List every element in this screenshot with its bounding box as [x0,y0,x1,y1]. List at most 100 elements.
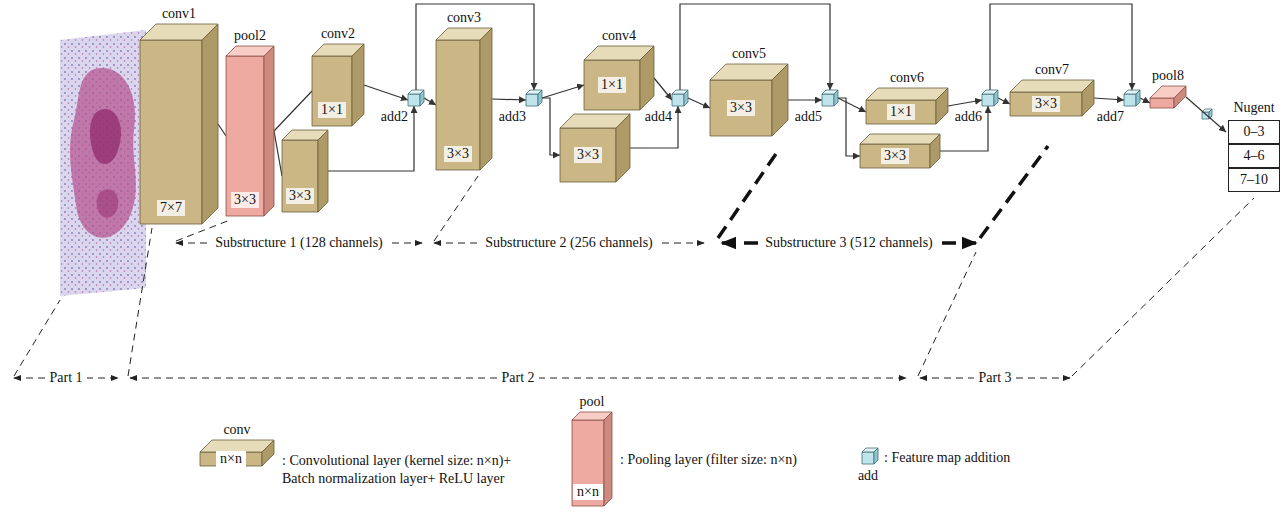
part-label: Part 2 [497,370,538,386]
box-face [352,44,364,126]
connector [542,85,584,98]
layer-name: conv3 [447,10,481,26]
micrograph-stain [97,189,119,217]
connector [630,106,678,148]
addition-node: add4 [672,90,688,106]
legend-sample-label: add [854,468,882,484]
box-shape [140,24,218,224]
kernel-size: 3×3 [1032,96,1060,112]
legend-sample-label: n×n [216,451,246,467]
box-shape [822,90,838,106]
bracket-line [128,228,152,376]
pool-sample [604,412,612,506]
layer-name: conv5 [732,46,766,62]
box-face [860,134,940,144]
box-face [1136,90,1140,106]
connector [1094,98,1124,100]
kernel-size: 7×7 [157,200,185,216]
layer-name: pool8 [1152,68,1184,84]
connector [788,99,822,100]
connector [492,99,526,100]
add-label: add5 [795,109,822,125]
layer-name: conv2 [321,26,355,42]
connector [424,98,436,105]
part-label: Part 1 [45,370,86,386]
substructure-label: Substructure 2 (256 channels) [481,235,657,251]
conv-layer: 3×3 [860,134,940,168]
box-face [312,56,352,126]
box-face [264,46,274,216]
box-face [526,94,538,106]
pooling-layer: pool8 [1150,86,1186,108]
box-shape [672,90,688,106]
box-face [710,80,772,136]
bracket-line [14,300,60,376]
box-face [282,140,318,212]
connector [1140,98,1150,103]
conv-layer: conv33×3 [436,28,492,170]
box-face [866,88,948,100]
box-face [1174,86,1186,108]
addition-node: add7 [1124,90,1140,106]
layer-name: conv1 [162,6,196,22]
add-label: add7 [1097,109,1124,125]
addition-node: add5 [822,90,838,106]
skip-connection [990,4,1132,90]
box-face [1010,80,1094,92]
connector [364,85,408,100]
box-face [930,134,940,168]
connector [218,124,226,136]
connector [1186,97,1226,132]
part-label: Part 3 [974,370,1015,386]
legend-text: : Pooling layer (filter size: n×n) [620,452,797,468]
output-class: 7–10 [1228,168,1280,192]
connector [688,98,710,108]
legend-text: : Convolutional layer (kernel size: n×n)… [282,452,527,488]
box-face [640,46,654,110]
box-face [860,144,930,168]
kernel-size: 1×1 [887,104,915,120]
conv-layer: 3×3 [560,114,630,182]
kernel-size: 1×1 [598,77,626,93]
conv-layer: conv17×7 [140,24,218,224]
add-sample [862,452,874,464]
box-face [1150,98,1174,108]
table-cell: 7–10 [1240,172,1268,188]
table-header: Nugent [1233,100,1274,116]
layer-name: conv4 [602,28,636,44]
connector [838,98,866,112]
legend-sample-label: pool [576,394,609,410]
conv-layer: conv73×3 [1010,80,1094,116]
kernel-size: 3×3 [881,148,909,164]
box-face [560,128,616,182]
pooling-layer: pool23×3 [226,46,274,216]
conv-sample [200,452,262,466]
addition-node: add2 [408,90,424,106]
kernel-size: 3×3 [286,188,314,204]
box-shape [1150,86,1186,108]
box-shape [408,90,424,106]
box-face [584,60,640,110]
box-face [480,28,492,170]
kernel-size: 1×1 [318,102,346,118]
box-face [1124,94,1136,106]
add-label: add4 [645,109,672,125]
box-face [140,40,202,224]
table-cell: 0–3 [1244,124,1265,140]
add-label: add6 [955,109,982,125]
box-face [1082,80,1094,116]
pool-sample [572,420,604,506]
substructure-label: Substructure 1 (128 channels) [211,235,387,251]
connector [948,100,982,106]
substructure-label: Substructure 3 (512 channels) [761,235,937,251]
bracket-line [434,176,478,241]
box-face [202,24,218,224]
box-shape [226,46,274,216]
kernel-size: 3×3 [574,147,602,163]
bracket-line [918,252,976,376]
box-face [408,94,420,106]
bracket-line [718,148,780,238]
micrograph-stain [70,68,136,238]
box-face [318,130,328,212]
